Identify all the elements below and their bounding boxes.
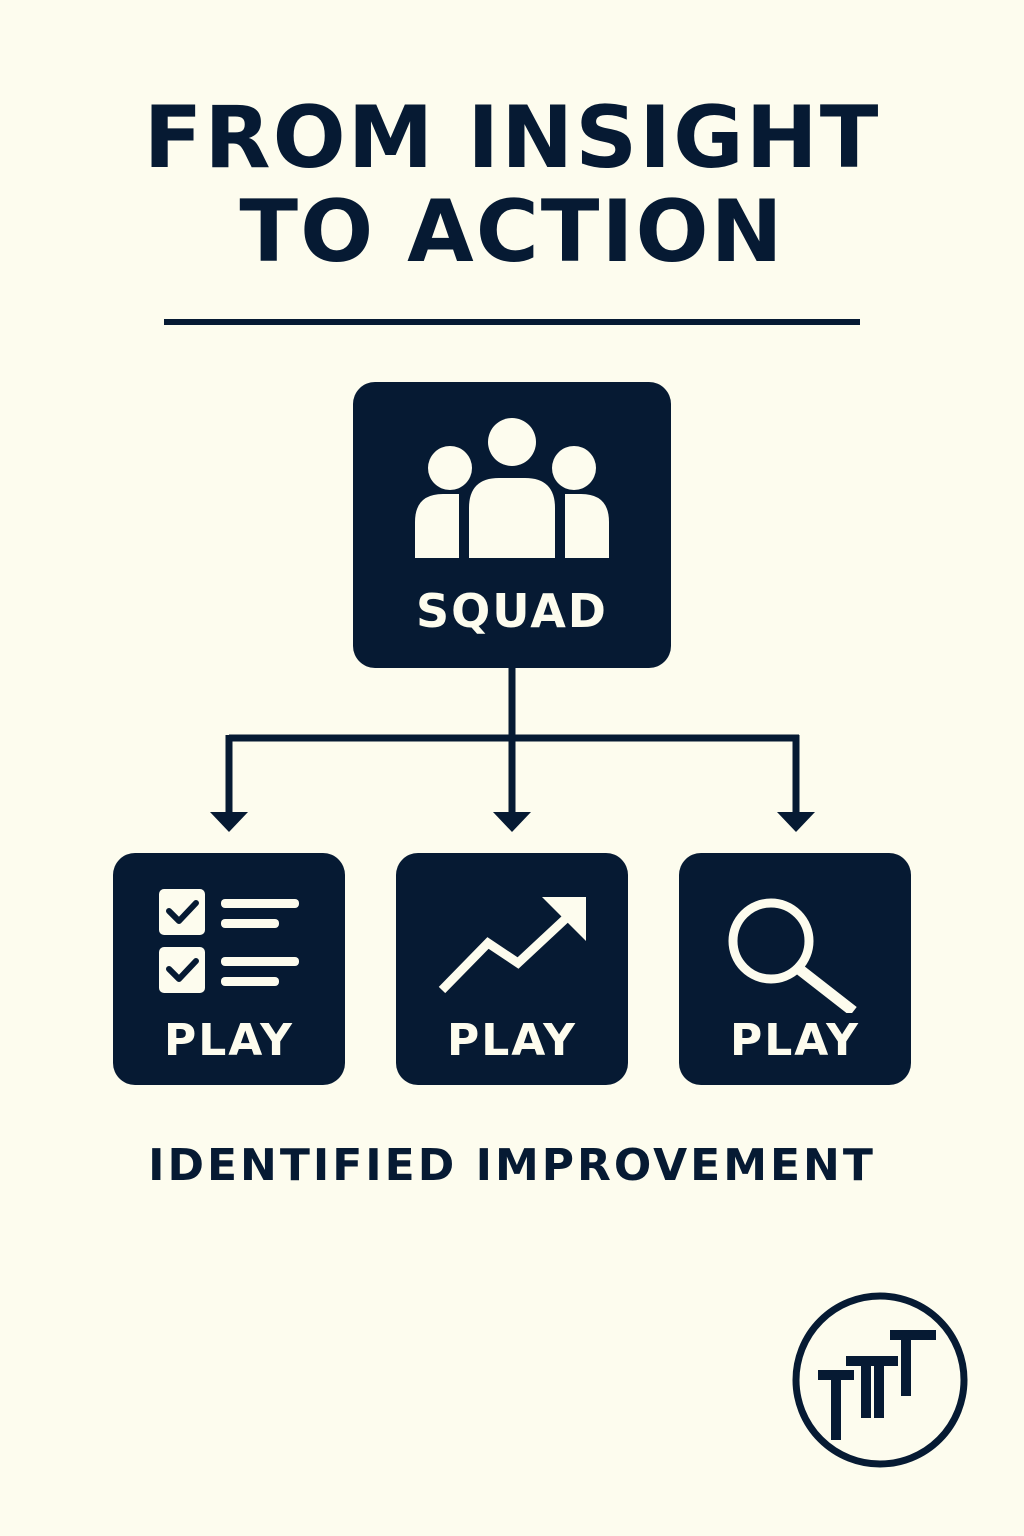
arrowhead-right — [777, 812, 815, 832]
squad-node: SQUAD — [353, 382, 671, 668]
arrowhead-center — [493, 812, 531, 832]
group-people-icon — [415, 418, 609, 560]
caption-identified-improvement: IDENTIFIED IMPROVEMENT — [148, 1140, 876, 1191]
title-divider — [164, 319, 860, 325]
play-label-1: PLAY — [164, 1015, 294, 1066]
squad-label: SQUAD — [416, 584, 608, 638]
magnifying-glass-icon — [728, 898, 857, 1013]
trending-up-arrow-icon — [438, 897, 586, 994]
checklist-icon — [159, 889, 299, 993]
arrowhead-left — [210, 812, 248, 832]
play-label-3: PLAY — [730, 1015, 860, 1066]
play-label-2: PLAY — [447, 1015, 577, 1066]
title-line-2: TO ACTION — [239, 182, 785, 282]
play-node-growth: PLAY — [396, 853, 628, 1085]
play-node-checklist: PLAY — [113, 853, 345, 1085]
title-line-1: FROM INSIGHT — [143, 88, 881, 188]
tt-monogram-logo — [792, 1292, 968, 1468]
play-node-search: PLAY — [679, 853, 911, 1085]
